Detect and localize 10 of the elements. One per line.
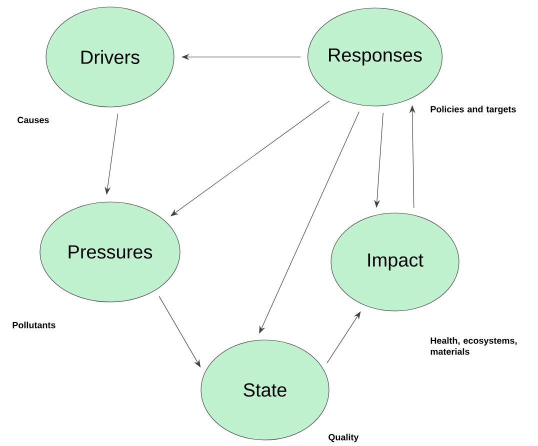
- ellipse-node: Impact: [330, 212, 460, 312]
- ellipse-node: Drivers: [46, 6, 174, 108]
- ellipse-node: Pressures: [40, 202, 180, 302]
- ellipse-node: Responses: [308, 8, 443, 106]
- caption-text: Policies and targets: [430, 106, 516, 114]
- caption-text: Causes: [18, 116, 49, 124]
- ellipse-node: State: [200, 340, 330, 440]
- caption-text: Health, ecosystems, materials: [430, 337, 517, 355]
- caption-text: Pollutants: [12, 322, 56, 328]
- caption-text: Quality: [328, 434, 359, 442]
